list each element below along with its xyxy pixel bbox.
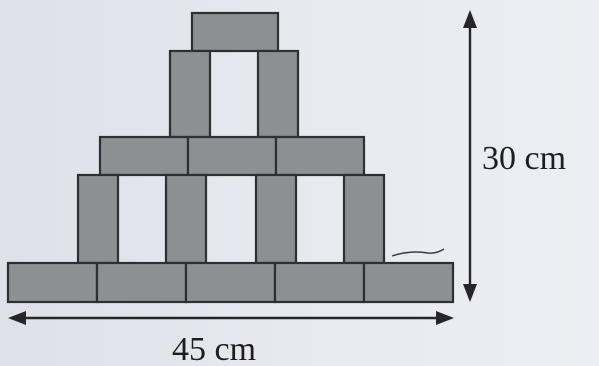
brick-base-2 — [95, 261, 188, 304]
brick-lower-pillar-4 — [342, 173, 386, 265]
width-arrow-head-right — [436, 311, 454, 325]
width-arrow-head-left — [8, 311, 26, 325]
brick-base-4 — [273, 261, 366, 304]
brick-middle-slab-1 — [98, 135, 190, 177]
brick-base-3 — [184, 261, 277, 304]
brick-base-1 — [6, 261, 99, 304]
brick-base-5 — [362, 261, 455, 304]
width-arrow — [8, 311, 454, 325]
brick-middle-slab-2 — [186, 135, 278, 177]
brick-upper-pillar-left — [168, 49, 212, 139]
pen-scribble-mark — [391, 248, 445, 257]
brick-lower-pillar-1 — [76, 173, 120, 265]
brick-lower-pillar-2 — [164, 173, 208, 265]
height-arrow — [463, 10, 477, 302]
width-label: 45 cm — [172, 331, 256, 366]
brick-top-cap — [190, 11, 280, 53]
height-label: 30 cm — [482, 140, 566, 177]
brick-lower-pillar-3 — [254, 173, 298, 265]
height-arrow-head-top — [463, 10, 477, 28]
height-arrow-head-bottom — [463, 284, 477, 302]
brick-middle-slab-3 — [274, 135, 366, 177]
brick-upper-pillar-right — [256, 49, 300, 139]
